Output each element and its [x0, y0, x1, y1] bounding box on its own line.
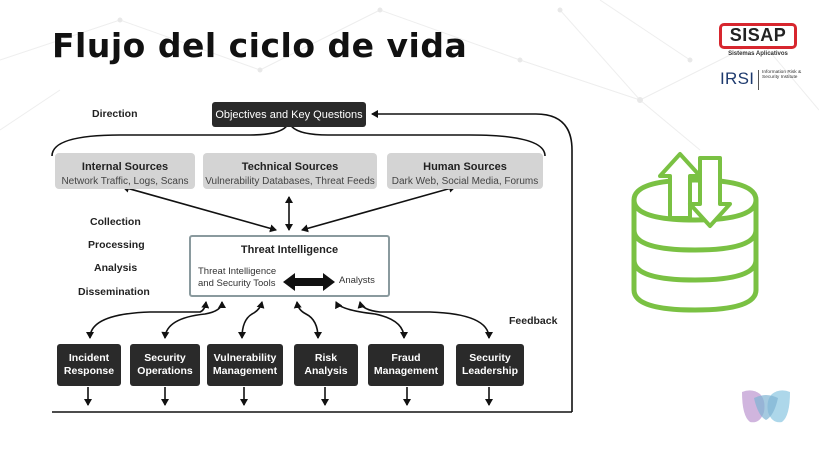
direction-label: Direction	[92, 108, 138, 120]
threat-intelligence-title: Threat Intelligence	[240, 244, 339, 256]
phase-analysis: Analysis	[94, 262, 138, 274]
output-risk-analysis: Risk Analysis	[294, 344, 358, 386]
output-security-leadership-label: Security Leadership	[461, 352, 519, 377]
source-technical-title: Technical Sources	[241, 161, 339, 173]
output-risk-analysis-label: Risk Analysis	[304, 352, 348, 377]
sisap-logo-tagline: Sistemas Aplicativos	[728, 51, 788, 57]
arrow-internal-to-ti	[122, 184, 277, 233]
source-human-title: Human Sources	[423, 161, 507, 173]
feedback-return-line	[371, 110, 573, 412]
slide-title: Flujo del ciclo de vida	[52, 26, 468, 65]
source-internal-subtitle: Network Traffic, Logs, Scans	[61, 176, 189, 187]
irsi-logo-separator	[758, 70, 759, 90]
curve-to-incident	[86, 301, 210, 339]
arrow-human-to-ti	[301, 184, 456, 233]
source-internal-title: Internal Sources	[81, 161, 169, 173]
curve-to-risk	[293, 301, 322, 339]
database-sync-icon	[631, 152, 759, 313]
sisap-logo: SISAP Sistemas Aplicativos	[719, 23, 797, 61]
source-technical: Technical Sources Vulnerability Database…	[203, 153, 377, 189]
irsi-logo-mark: IRSI	[720, 69, 755, 88]
ti-analysts-label: Analysts	[339, 275, 375, 286]
sisap-logo-word: SISAP	[729, 25, 787, 45]
phase-dissemination: Dissemination	[78, 286, 150, 298]
ti-tools-label: Threat Intelligence and Security Tools	[198, 266, 277, 289]
double-arrow-icon	[283, 273, 335, 291]
curve-to-leadership	[357, 301, 493, 339]
source-technical-subtitle: Vulnerability Databases, Threat Feeds	[205, 176, 375, 187]
direction-brace	[51, 119, 546, 157]
sisap-logo-badge	[719, 23, 797, 49]
irsi-logo: IRSI Information Risk & Security Institu…	[720, 69, 802, 91]
irsi-logo-text: Information Risk & Security Institute	[762, 70, 802, 81]
brand-mark-icon	[742, 390, 790, 423]
output-incident-response-label: Incident Response	[63, 352, 115, 377]
feedback-label: Feedback	[509, 315, 558, 327]
phase-collection: Collection	[90, 216, 141, 228]
curve-to-secops	[161, 301, 226, 339]
output-security-leadership: Security Leadership	[456, 344, 524, 386]
output-fraud-management: Fraud Management	[368, 344, 444, 386]
objectives-label: Objectives and Key Questions	[215, 108, 363, 121]
output-incident-response: Incident Response	[57, 344, 121, 386]
phase-processing: Processing	[88, 239, 145, 251]
source-human-subtitle: Dark Web, Social Media, Forums	[391, 176, 539, 187]
source-human: Human Sources Dark Web, Social Media, Fo…	[387, 153, 543, 189]
output-security-operations: Security Operations	[130, 344, 200, 386]
source-internal: Internal Sources Network Traffic, Logs, …	[55, 153, 195, 189]
objectives-box: Objectives and Key Questions	[212, 102, 366, 127]
output-vulnerability-management-label: Vulnerability Management	[212, 352, 278, 377]
threat-intelligence-box: Threat Intelligence Threat Intelligence …	[189, 235, 390, 297]
curve-to-fraud	[335, 301, 408, 339]
output-security-operations-label: Security Operations	[137, 352, 193, 377]
output-vulnerability-management: Vulnerability Management	[207, 344, 283, 386]
output-fraud-management-label: Fraud Management	[373, 352, 439, 377]
curve-to-vuln	[238, 301, 265, 339]
